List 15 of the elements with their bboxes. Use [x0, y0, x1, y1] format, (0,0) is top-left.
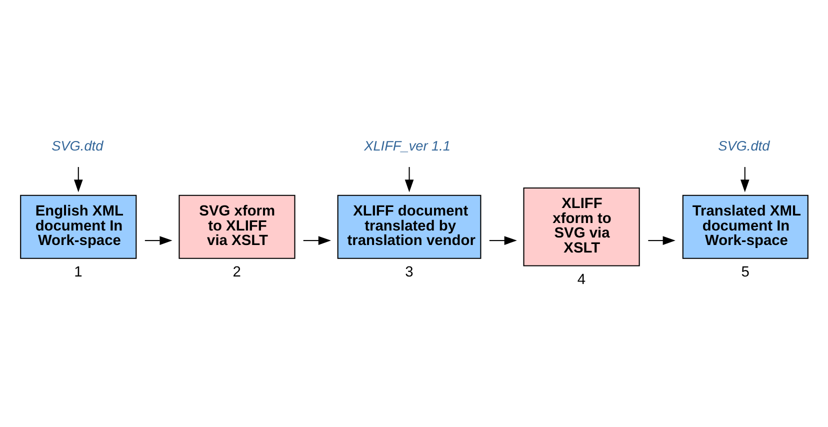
node-text: XLIFF_ver 1.1: [364, 138, 451, 154]
arrow: [74, 167, 83, 192]
node-label: 4: [577, 272, 586, 288]
arrow: [740, 167, 750, 192]
arrow: [303, 236, 331, 245]
node-text: SVG.dtd: [52, 138, 104, 154]
arrow: [648, 236, 676, 245]
arrow: [404, 167, 414, 192]
node-label: 1: [74, 264, 82, 280]
arrow: [489, 236, 517, 245]
node-text: SVG.dtd: [718, 138, 770, 154]
node-label: 3: [405, 264, 414, 280]
node-label: 5: [741, 264, 750, 280]
arrow: [144, 236, 172, 245]
node-label: 2: [232, 264, 241, 280]
